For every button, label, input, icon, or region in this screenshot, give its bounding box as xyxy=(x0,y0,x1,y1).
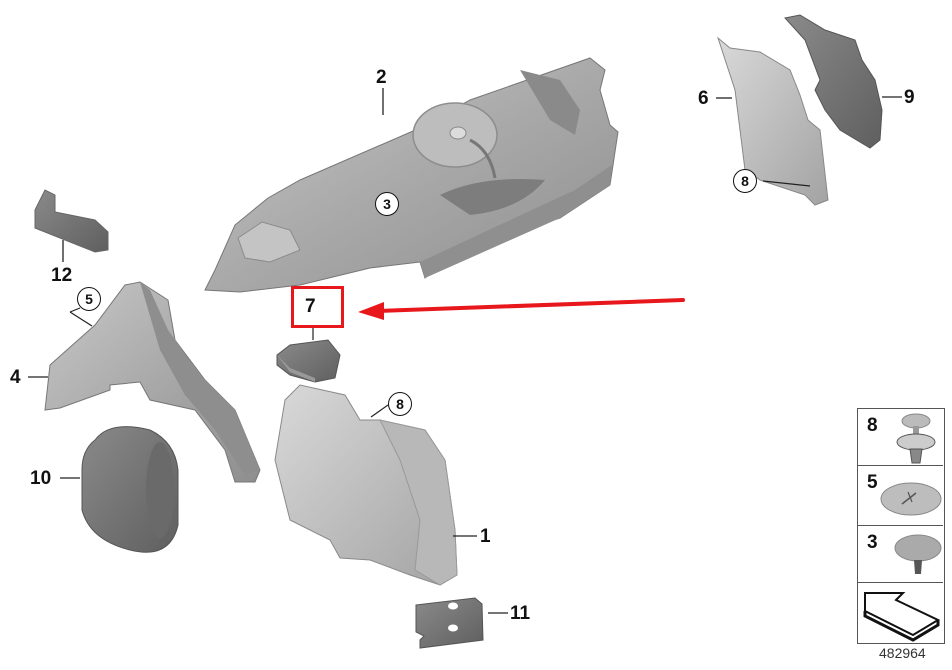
circled-callout-5: 5 xyxy=(77,287,101,311)
arrow-direction-symbol-icon xyxy=(863,592,941,642)
red-pointer-arrow xyxy=(358,298,685,320)
circled-callout-3: 3 xyxy=(375,192,399,216)
part-7-cover xyxy=(276,325,341,383)
legend-item-arrow xyxy=(858,583,943,645)
legend-item-clip-8: 8 xyxy=(858,409,943,466)
callout-12: 12 xyxy=(51,265,73,286)
callout-6: 6 xyxy=(698,88,709,109)
callout-2: 2 xyxy=(376,67,387,88)
part-11-plate xyxy=(415,597,508,649)
highlight-box-part-7 xyxy=(291,286,344,328)
legend-label: 8 xyxy=(867,415,878,436)
button-clip-icon xyxy=(894,534,942,574)
callout-1: 1 xyxy=(480,526,491,547)
legend-label: 5 xyxy=(867,472,878,493)
callout-7: 7 xyxy=(305,296,316,317)
part-9-panel xyxy=(784,14,902,149)
part-1-side-trim xyxy=(274,384,477,586)
circled-callout-8-panel: 8 xyxy=(733,169,757,193)
part-4-wheel-arch-trim xyxy=(28,281,261,483)
legend-label: 3 xyxy=(867,532,878,553)
part-2-trunk-floor-trim xyxy=(204,57,619,293)
push-rivet-clip-icon xyxy=(896,413,936,464)
flat-dome-cap-icon xyxy=(880,482,942,516)
callout-9: 9 xyxy=(904,87,915,108)
callout-10: 10 xyxy=(30,468,52,489)
diagram-id-number: 482964 xyxy=(879,645,926,661)
legend-item-clip-3: 3 xyxy=(858,526,943,583)
legend-item-cap-5: 5 xyxy=(858,466,943,526)
fastener-legend: 8 5 3 xyxy=(857,408,945,644)
part-12-bracket xyxy=(34,189,109,262)
callout-11: 11 xyxy=(510,603,531,624)
circled-callout-8-side-trim: 8 xyxy=(388,392,412,416)
part-10-roll-insulation xyxy=(60,426,179,553)
callout-4: 4 xyxy=(10,367,21,388)
